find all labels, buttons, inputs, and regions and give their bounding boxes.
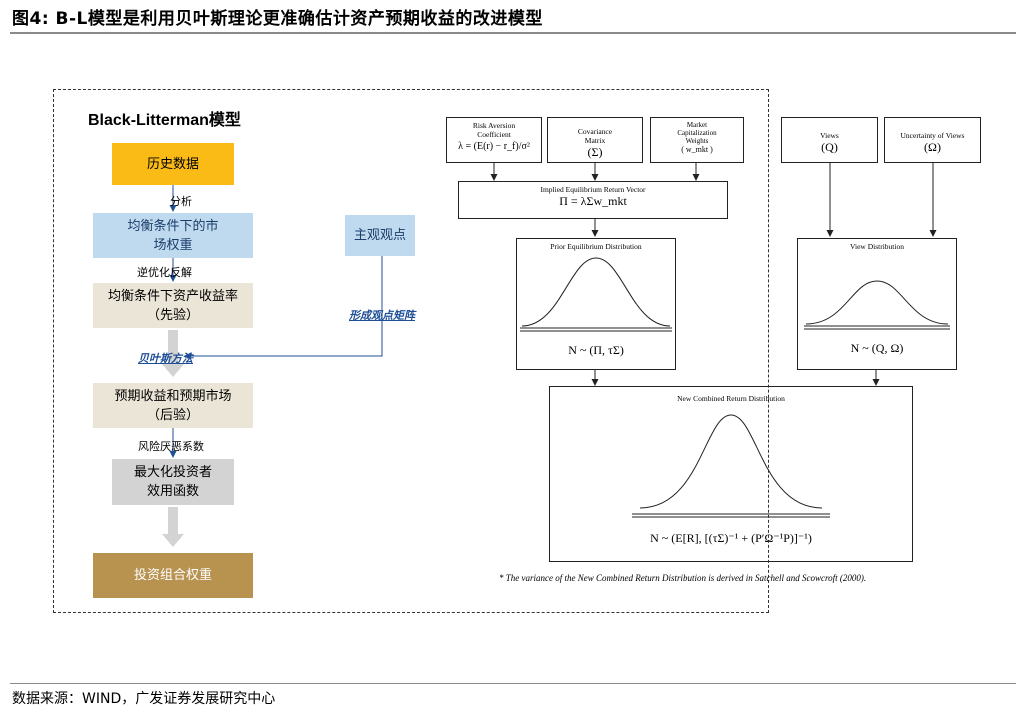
- market-weights-box: Market Capitalization Weights ( w_mkt ): [650, 117, 744, 163]
- prior-returns-box: 均衡条件下资产收益率 （先验）: [93, 283, 253, 328]
- maximize-utility-box: 最大化投资者 效用函数: [112, 459, 234, 505]
- portfolio-weights-box: 投资组合权重: [93, 553, 253, 598]
- subjective-views-box: 主观观点: [345, 215, 415, 256]
- implied-return-box: Implied Equilibrium Return Vector Π = λΣ…: [458, 181, 728, 219]
- title-divider: [10, 32, 1016, 34]
- label-view-matrix: 形成观点矩阵: [349, 309, 415, 322]
- label-bayes-method: 贝叶斯方法: [138, 352, 193, 365]
- combined-distribution-box: New Combined Return Distribution N ~ (E[…: [549, 386, 913, 562]
- posterior-returns-box: 预期收益和预期市场 （后验）: [93, 383, 253, 428]
- bl-model-title: Black-Litterman模型: [88, 112, 241, 129]
- footer-divider: [10, 683, 1016, 684]
- uncertainty-box: Uncertainty of Views (Ω): [884, 117, 981, 163]
- label-analysis: 分析: [170, 195, 192, 208]
- gray-arrow-prior-to-post: [162, 330, 184, 377]
- arrow-views-to-bayes: [184, 256, 383, 360]
- prior-distribution-box: Prior Equilibrium Distribution N ~ (Π, τ…: [516, 238, 676, 370]
- bl-model-frame: [53, 89, 769, 613]
- label-risk-aversion: 风险厌恶系数: [138, 440, 204, 453]
- prior-bell-curve: [521, 257, 671, 327]
- covariance-box: Covariance Matrix (Σ): [547, 117, 643, 163]
- view-bell-curve: [805, 280, 949, 325]
- historical-data-box: 历史数据: [112, 143, 234, 185]
- view-distribution-box: View Distribution N ~ (Q, Ω): [797, 238, 957, 370]
- combined-bell-curve: [639, 414, 823, 509]
- equilibrium-weights-box: 均衡条件下的市 场权重: [93, 213, 253, 258]
- gray-arrow-max-to-port: [162, 507, 184, 547]
- label-reverse-optimization: 逆优化反解: [137, 266, 192, 279]
- footnote: * The variance of the New Combined Retur…: [499, 573, 867, 583]
- source-note: 数据来源：WIND，广发证券发展研究中心: [12, 691, 276, 707]
- figure-title: 图4: B-L模型是利用贝叶斯理论更准确估计资产预期收益的改进模型: [12, 9, 543, 29]
- views-box: Views (Q): [781, 117, 878, 163]
- risk-aversion-box: Risk Aversion Coefficient λ = (E(r) − r_…: [446, 117, 542, 163]
